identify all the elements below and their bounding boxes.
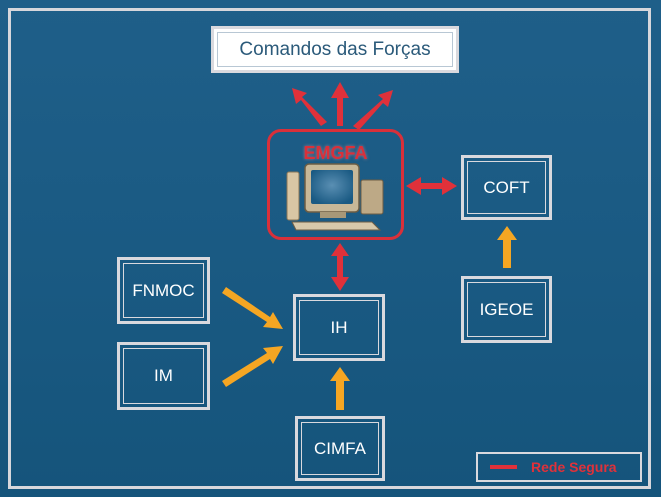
node-label: IM	[154, 366, 173, 385]
node-label: FNMOC	[132, 280, 195, 300]
legend-swatch	[490, 465, 517, 469]
node-label: IGEOE	[479, 299, 534, 319]
node-fnmoc: FNMOC	[117, 257, 210, 324]
node-label: Comandos das Forças	[239, 38, 431, 60]
arrow-emgfa-ih	[331, 243, 349, 291]
arrow-fnmoc-to-ih	[222, 287, 283, 329]
arrow-emgfa-coft	[406, 177, 457, 195]
arrow-emgfa-to-comandos	[292, 82, 393, 130]
node-emgfa: EMGFA	[267, 129, 404, 240]
outer-frame	[8, 8, 651, 489]
node-ih: IH	[293, 294, 385, 361]
node-coft: COFT	[461, 155, 552, 220]
arrow-igeoe-to-coft	[497, 226, 517, 268]
node-comandos-das-forcas: Comandos das Forças	[211, 26, 459, 73]
node-igeoe: IGEOE	[461, 276, 552, 343]
node-cimfa: CIMFA	[295, 416, 385, 481]
arrow-cimfa-to-ih	[330, 367, 350, 410]
node-label: EMGFA	[303, 143, 368, 163]
computer-icon	[286, 163, 384, 231]
node-label: CIMFA	[314, 438, 366, 458]
node-im: IM	[117, 342, 210, 410]
node-label: COFT	[483, 177, 530, 197]
legend-label: Rede Segura	[531, 459, 617, 475]
node-label: IH	[330, 317, 348, 337]
legend: Rede Segura	[476, 452, 642, 482]
arrow-im-to-ih	[222, 346, 283, 387]
